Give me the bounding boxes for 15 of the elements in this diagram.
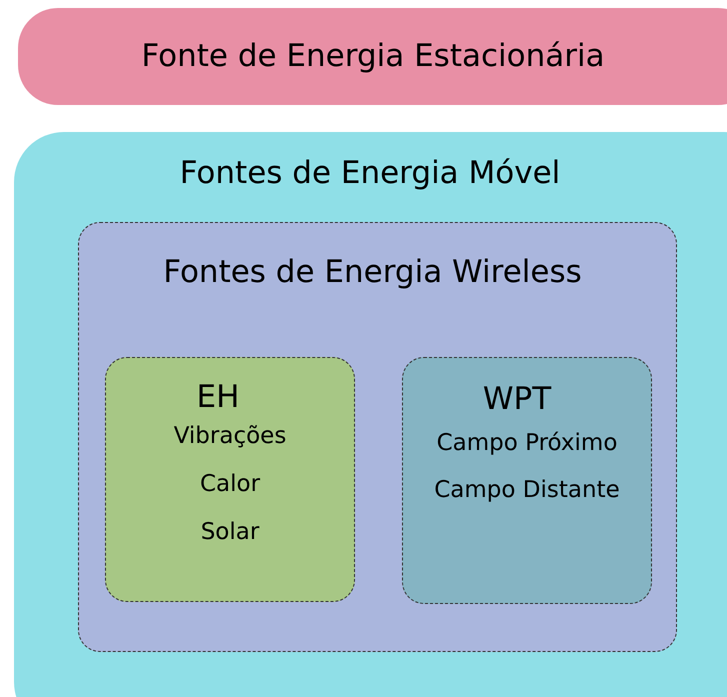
heading: Fontes de Energia Wireless — [163, 257, 582, 288]
list-item: Solar — [200, 521, 260, 544]
heading: EH — [196, 382, 240, 413]
dashed-box — [105, 357, 355, 602]
dashed-panel — [78, 222, 677, 652]
dashed-box — [402, 357, 652, 604]
list-item: Calor — [200, 473, 260, 496]
category-panel — [14, 132, 727, 697]
heading: Fonte de Energia Estacionária — [141, 41, 605, 72]
heading: WPT — [482, 384, 552, 415]
category-band — [18, 8, 727, 105]
list-item: Campo Distante — [434, 479, 620, 502]
heading: Fontes de Energia Móvel — [180, 158, 560, 189]
list-item: Campo Próximo — [436, 432, 618, 455]
list-item: Vibrações — [174, 425, 286, 448]
